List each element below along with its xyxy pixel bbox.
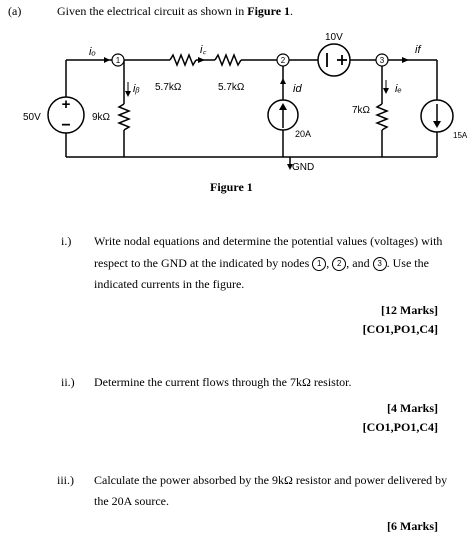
q1-line3: indicated currents in the figure. — [94, 277, 245, 291]
q1-line2-prefix: respect to the GND at the indicated by n… — [94, 256, 310, 270]
label-ic: i꜀ — [200, 44, 206, 56]
label-20a: 20A — [295, 129, 311, 139]
label-5-7k-b: 5.7kΩ — [218, 82, 245, 93]
label-15a: 15A — [453, 131, 468, 140]
label-5-7k-a: 5.7kΩ — [155, 82, 182, 93]
node-1-marker — [111, 53, 125, 67]
resistor-7k — [374, 103, 390, 131]
node-2-label: 2 — [281, 56, 286, 65]
q2-co: [CO1,PO1,C4] — [362, 420, 438, 434]
q1-and: , and — [346, 256, 370, 270]
q3-marks: [6 Marks] — [387, 519, 438, 533]
label-gnd: GND — [292, 162, 314, 173]
q1-marks: [12 Marks] — [381, 303, 438, 317]
intro-period: . — [290, 4, 294, 18]
label-ie: iₑ — [395, 83, 402, 95]
q1-line2: respect to the GND at the indicated by n… — [94, 256, 429, 271]
svg-text:−: − — [61, 117, 70, 134]
q1-line1: Write nodal equations and determine the … — [94, 234, 443, 248]
label-io: iₒ — [89, 46, 96, 58]
label-9k: 9kΩ — [92, 112, 111, 123]
q1-node-3: 3 — [372, 257, 387, 271]
label-if: if — [415, 44, 421, 56]
figure-caption: Figure 1 — [210, 180, 253, 194]
q1-comma: , — [326, 256, 330, 270]
q3-line2: the 20A source. — [94, 494, 169, 508]
node-3-marker — [375, 53, 389, 67]
label-id: id — [293, 83, 302, 95]
label-7k: 7kΩ — [352, 105, 371, 116]
node-1-label: 1 — [116, 56, 121, 65]
part-intro: Given the electrical circuit as shown in… — [57, 4, 293, 19]
label-50v: 50V — [23, 112, 41, 123]
q2-number: ii.) — [61, 375, 75, 389]
voltage-source-10v — [317, 43, 351, 77]
part-label: (a) — [8, 4, 22, 18]
label-ib: iᵦ — [133, 83, 140, 95]
resistor-5-7k-b — [214, 52, 242, 68]
q1-number: i.) — [61, 234, 72, 248]
intro-text: Given the electrical circuit as shown in — [57, 4, 248, 18]
q1-co: [CO1,PO1,C4] — [362, 322, 438, 336]
q1-node-2: 2 — [332, 257, 347, 271]
resistor-5-7k-a — [169, 52, 197, 68]
q1-node-1: 1 — [312, 257, 327, 271]
q3-number: iii.) — [57, 473, 74, 487]
label-10v: 10V — [325, 32, 343, 43]
q1-line2-suffix: . Use the — [386, 256, 429, 270]
q3-line1: Calculate the power absorbed by the 9kΩ … — [94, 473, 448, 487]
svg-text:+: + — [62, 96, 71, 113]
voltage-source-50v — [47, 96, 85, 134]
resistor-9k — [116, 103, 132, 131]
intro-figure-ref: Figure 1 — [247, 4, 291, 18]
q2-marks: [4 Marks] — [387, 401, 438, 415]
node-3-label: 3 — [380, 56, 385, 65]
node-2-marker — [276, 53, 290, 67]
circuit-diagram: 1 2 3 + − 50V 10V 20A 15A 9kΩ 5.7kΩ 5.7k… — [23, 32, 468, 173]
q2-line1: Determine the current flows through the … — [94, 375, 352, 389]
